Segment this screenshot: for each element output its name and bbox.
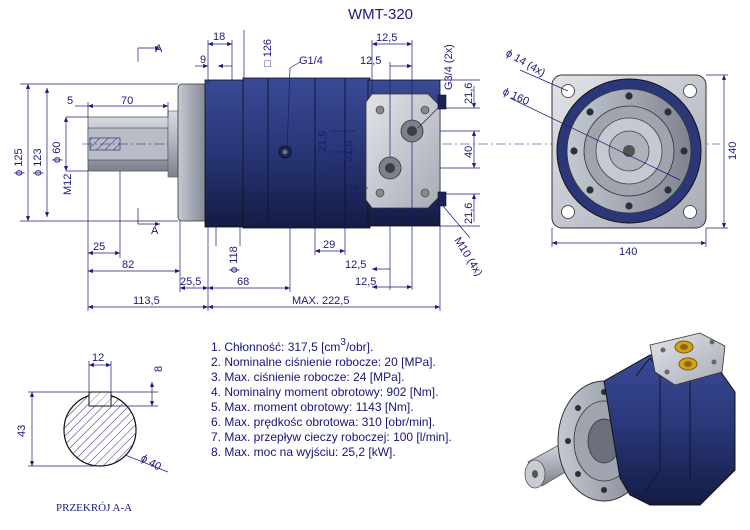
dim-68: 68 (237, 276, 249, 288)
front-view (82, 77, 720, 229)
dim-140-height: 140 (727, 142, 739, 160)
dim-140-width: 140 (619, 246, 637, 258)
mounting-flange (177, 83, 209, 222)
section-mark-top: A (155, 43, 163, 55)
dim-max-222-5: MAX. 222,5 (292, 295, 349, 307)
dim-d123: ϕ 123 (32, 148, 44, 176)
dim-21-6-b: 21,6 (463, 203, 475, 224)
dim-key-12: 12 (92, 352, 104, 364)
spec-item-2: 2. Nominalne ciśnienie robocze: 20 [MPa]… (211, 355, 436, 369)
dim-21-6-d: 21,6 (343, 141, 355, 162)
mount-holes (561, 84, 697, 219)
dim-21-6-a: 21,6 (463, 83, 475, 104)
dim-21-6-c: 21,6 (317, 131, 329, 152)
dim-d14: ϕ 14 (4x) (504, 47, 548, 79)
spec-item-6: 6. Max. prędkośc obrotowa: 310 [obr/min]… (211, 415, 435, 429)
spec-item-3: 3. Max. ciśnienie robocze: 24 [MPa]. (211, 370, 404, 384)
front-view-dimensions (20, 30, 480, 311)
motor-body (242, 77, 371, 229)
section-caption: PRZEKRÓJ A-A (56, 502, 132, 514)
dim-5: 5 (67, 95, 73, 107)
dim-d60: ϕ 60 (51, 142, 63, 163)
dim-18: 18 (213, 31, 225, 43)
dim-21-6-e: 21,6 (349, 185, 361, 206)
spec-item-7: 7. Max. przepływ cieczy roboczej: 100 [l… (211, 430, 452, 444)
dim-d118: ϕ 118 (228, 246, 240, 273)
section-mark-bottom: A (151, 225, 159, 237)
spec-item-5: 5. Max. moment obrotowy: 1143 [Nm]. (211, 400, 414, 414)
dim-12-5-top-a: 12,5 (376, 32, 397, 44)
dim-29: 29 (323, 239, 335, 251)
dim-12-5-bot-a: 12,5 (345, 259, 366, 271)
spec-item-8: 8. Max. moc na wyjściu: 25,2 [kW]. (211, 445, 396, 459)
end-view-dimensions (509, 69, 728, 247)
dim-43: 43 (16, 425, 28, 437)
specifications-list: 1. Chłonność: 317,5 [cm3/obr]. 2. Nomina… (211, 337, 452, 459)
spec-item-4: 4. Nominalny moment obrotowy: 902 [Nm]. (211, 385, 438, 399)
dim-key-8: 8 (153, 366, 165, 372)
dim-d40: ϕ 40 (139, 452, 164, 473)
dim-82: 82 (122, 259, 134, 271)
drawing-title: WMT-320 (348, 6, 413, 23)
dim-25: 25 (93, 241, 105, 253)
dim-113-5: 113,5 (133, 295, 160, 307)
dim-25-5: 25,5 (180, 276, 201, 288)
dim-12-5-top-b: 12,5 (360, 55, 381, 67)
spec-item-1: 1. Chłonność: 317,5 [cm3/obr]. (211, 337, 373, 354)
dim-9: 9 (200, 54, 206, 66)
dim-12-5-bot-b: 12,5 (355, 276, 376, 288)
flange-bolts (570, 92, 688, 210)
dim-d125: ϕ 125 (13, 148, 25, 176)
section-dimensions (28, 361, 169, 473)
dim-d160: ϕ 160 (501, 86, 531, 108)
motor-3d-render (524, 332, 736, 506)
end-view (551, 74, 707, 229)
dim-40: 40 (463, 146, 475, 158)
port-plate (365, 93, 441, 209)
dim-g34: G3/4 (2x) (443, 44, 455, 90)
dim-70: 70 (121, 95, 133, 107)
dim-m10: M10 (4x) (451, 235, 484, 278)
section-labels: 12 8 43 ϕ 40 PRZEKRÓJ A-A (16, 352, 165, 514)
dim-sq126: □ 126 (262, 39, 274, 67)
dim-g14: G1/4 (299, 55, 323, 67)
dim-m12: M12 (62, 174, 74, 195)
